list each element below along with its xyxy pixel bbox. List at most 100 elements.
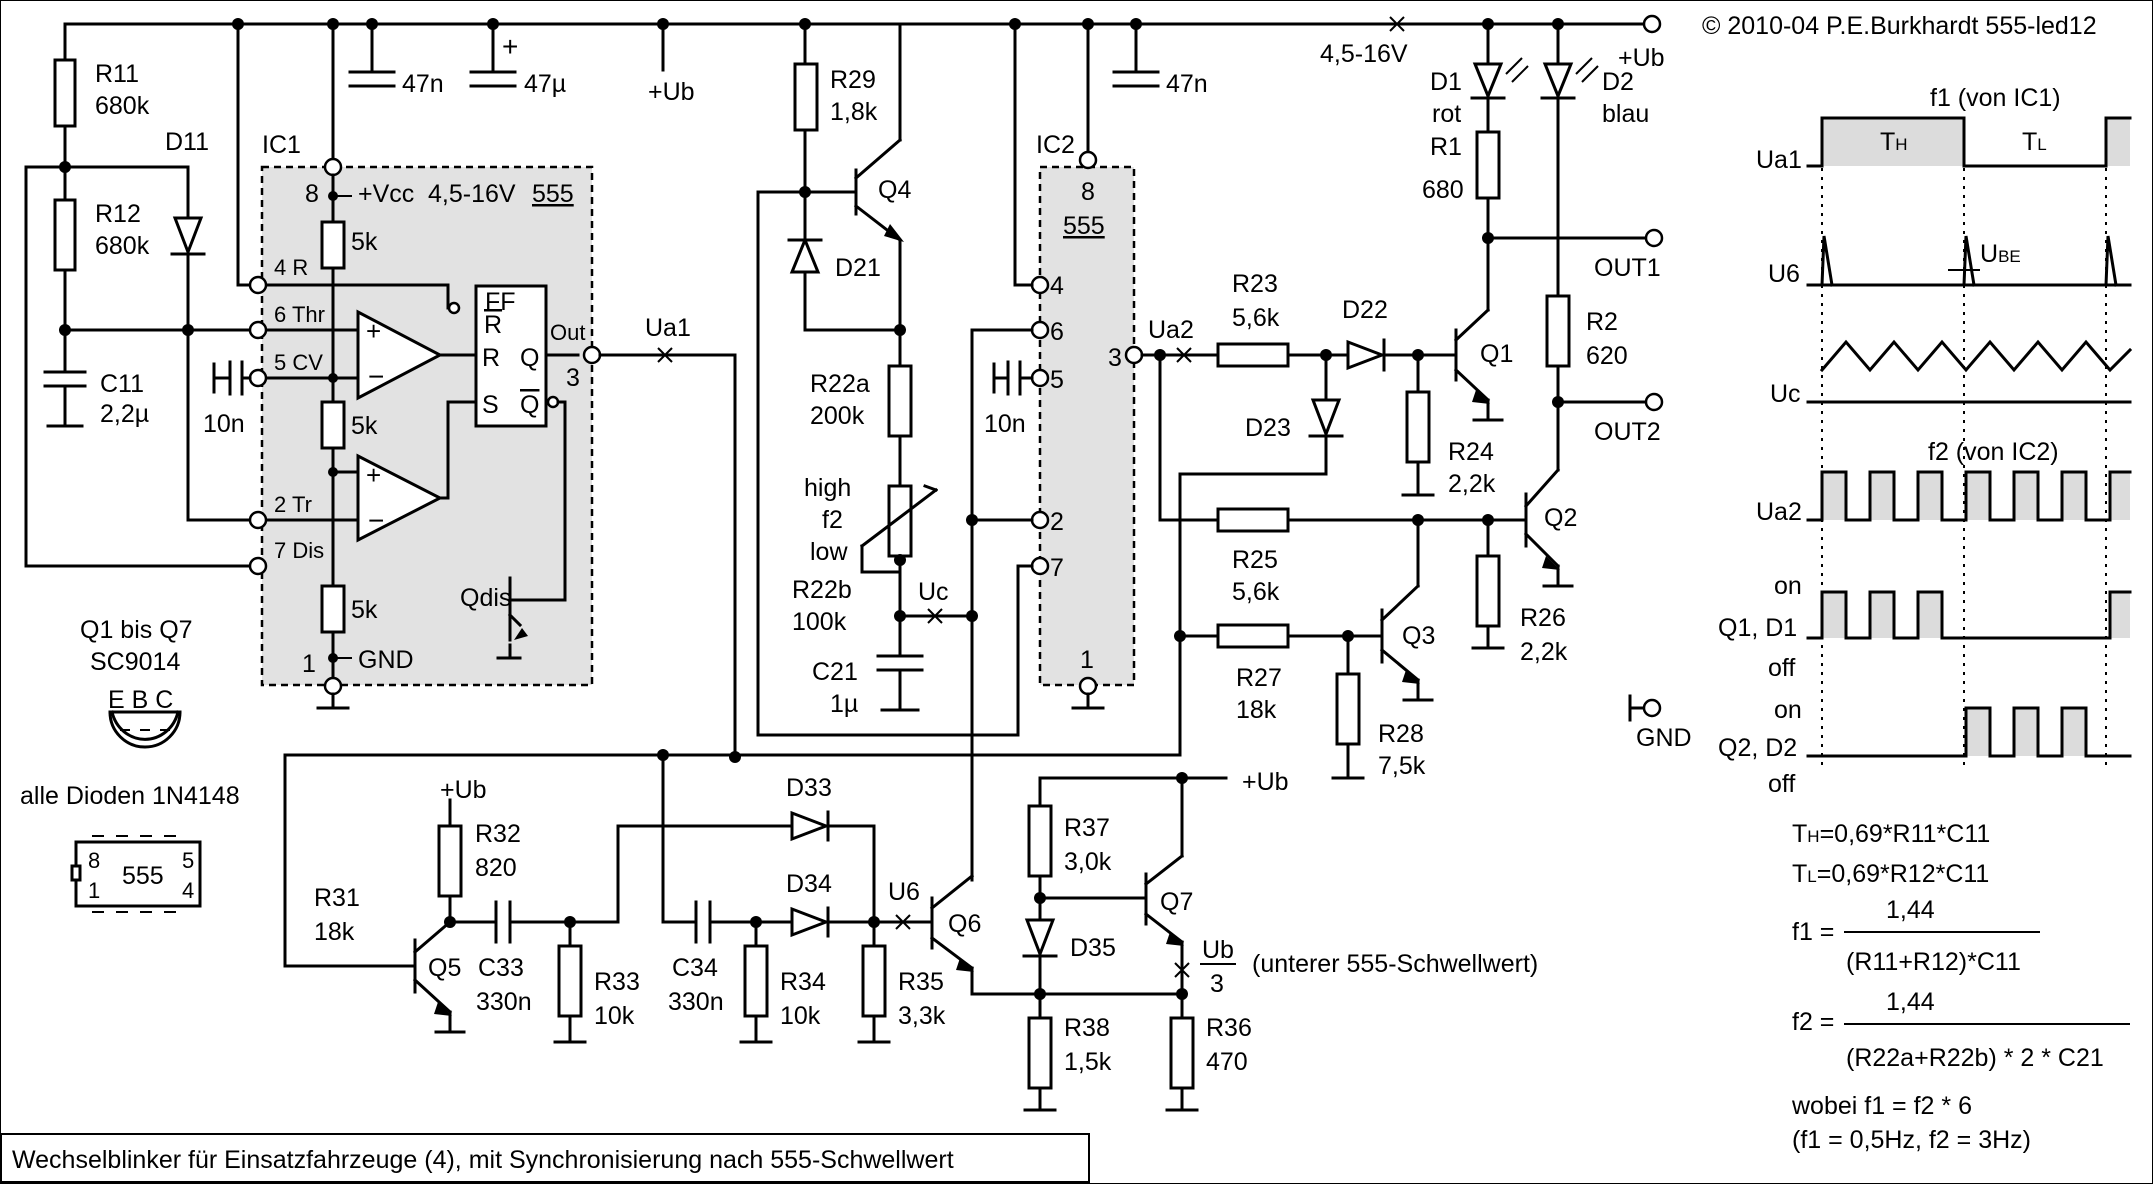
c34-name: C34: [672, 954, 718, 982]
chip-pin-5: 5: [182, 848, 194, 873]
r26-resistor: [1471, 518, 1505, 650]
q4-transistor: [803, 22, 904, 332]
r27-value: 18k: [1236, 696, 1277, 724]
r36-resistor: [1165, 962, 1199, 1112]
row-on1: on: [1774, 572, 1802, 600]
note-pinout: E B C: [108, 686, 173, 714]
d33-diode: [790, 810, 876, 924]
out2-label: OUT2: [1594, 418, 1661, 446]
svg-text:+: +: [366, 460, 381, 490]
q4-name: Q4: [878, 176, 911, 204]
ic1-pin5: 5 CV: [274, 350, 323, 375]
ff-r: R: [482, 344, 500, 372]
q2-d2-waveform: [1806, 706, 2132, 758]
r12-name: R12: [95, 200, 141, 228]
d34-name: D34: [786, 870, 832, 898]
r1-value: 680: [1422, 176, 1464, 204]
q6-transistor: [929, 614, 1184, 996]
d33-name: D33: [786, 774, 832, 802]
lower-threshold-label: (unterer 555-Schwellwert): [1252, 950, 1538, 978]
row-ua1: Ua1: [1756, 146, 1802, 174]
row-q1d1: Q1, D1: [1718, 614, 1797, 642]
c-47n-a-value: 47n: [402, 70, 444, 98]
svg-text:−: −: [368, 361, 384, 392]
chip-pin-4: 4: [182, 878, 194, 903]
r34-value: 10k: [780, 1002, 821, 1030]
ic1-type: 555: [532, 180, 574, 208]
r27-name: R27: [1236, 664, 1282, 692]
c-47n-b-capacitor: [1112, 22, 1160, 88]
q6-name: Q6: [948, 910, 981, 938]
d23-name: D23: [1245, 414, 1291, 442]
d35-name: D35: [1070, 934, 1116, 962]
to92-package-icon: [108, 710, 182, 749]
uc-waveform: [1806, 339, 2133, 404]
out1-label: OUT1: [1594, 254, 1661, 282]
q7-name: Q7: [1160, 888, 1193, 916]
formula-f1-num: 1,44: [1886, 896, 1935, 924]
ic1-pins: [248, 275, 602, 576]
formula-f2-num: 1,44: [1886, 988, 1935, 1016]
ff-title: FF: [485, 288, 516, 316]
formula-f2-den: (R22a+R22b) * 2 * C21: [1846, 1044, 2104, 1072]
chip-pin-1: 1: [88, 878, 100, 903]
r33-resistor: [553, 824, 794, 1044]
c-47u-value: 47µ: [524, 70, 566, 98]
uc-label: Uc: [918, 578, 949, 606]
r2-value: 620: [1586, 342, 1628, 370]
chip-label: 555: [122, 862, 164, 890]
r33-value: 10k: [594, 1002, 635, 1030]
ff-rbar: R: [484, 311, 502, 339]
r11-value: 680k: [95, 92, 150, 120]
r37-value: 3,0k: [1064, 848, 1112, 876]
r27-resistor: [1174, 623, 1384, 649]
ic2-box: [1038, 165, 1136, 687]
formula-th: TH=0,69*R11*C11: [1792, 820, 1990, 848]
q1-transistor: [1453, 236, 1504, 422]
q5-transistor: [412, 919, 466, 1034]
r28-resistor: [1331, 634, 1365, 780]
supply-range: 4,5-16V: [1320, 40, 1408, 68]
ic1-gnd: GND: [358, 646, 414, 674]
c33-value: 330n: [476, 988, 532, 1016]
formula-tl: TL=0,69*R12*C11: [1792, 860, 1989, 888]
r29-name: R29: [830, 66, 876, 94]
d21-name: D21: [835, 254, 881, 282]
caption: Wechselblinker für Einsatzfahrzeuge (4),…: [12, 1146, 954, 1174]
ic1-pin6: 6 Thr: [274, 302, 325, 327]
ff-q: Q: [520, 344, 539, 372]
d1-color: rot: [1432, 100, 1461, 128]
ub-third-den: 3: [1210, 970, 1224, 998]
r37-ub: +Ub: [1242, 768, 1289, 796]
r23-resistor: [1216, 342, 1350, 368]
ic1-name: IC1: [262, 131, 301, 159]
r22b-name: R22b: [792, 576, 852, 604]
formula-f1-lhs: f1 =: [1792, 918, 1834, 946]
r11-resistor: [53, 22, 77, 169]
r22a-resistor: [887, 328, 913, 488]
r32-ub: +Ub: [440, 776, 487, 804]
row-on2: on: [1774, 696, 1802, 724]
c34-value: 330n: [668, 988, 724, 1016]
q1-d1-waveform: [1806, 590, 2132, 640]
dip8-chip-icon: [70, 835, 202, 913]
svg-text:+: +: [366, 316, 381, 346]
c11-name: C11: [100, 370, 144, 398]
r22b-potentiometer: [859, 484, 939, 618]
ua2-label: Ua2: [1148, 316, 1194, 344]
ic1-pin7: 7 Dis: [274, 538, 324, 563]
ic1-range: 4,5-16V: [428, 180, 516, 208]
r38-value: 1,5k: [1064, 1048, 1112, 1076]
sync-bus-wires: [283, 749, 1182, 968]
ub-label-top: +Ub: [1618, 44, 1665, 72]
r29-resistor: [793, 22, 819, 198]
ff-s: S: [482, 391, 499, 419]
ff-qbar: Q: [520, 391, 539, 419]
c-cv2-value: 10n: [984, 410, 1026, 438]
f1-title: f1 (von IC1): [1930, 84, 2061, 112]
r24-resistor: [1401, 353, 1435, 497]
r11-name: R11: [95, 60, 139, 88]
r22b-low: low: [810, 538, 848, 566]
ub-label-mid: +Ub: [648, 78, 695, 106]
r12-value: 680k: [95, 232, 150, 260]
